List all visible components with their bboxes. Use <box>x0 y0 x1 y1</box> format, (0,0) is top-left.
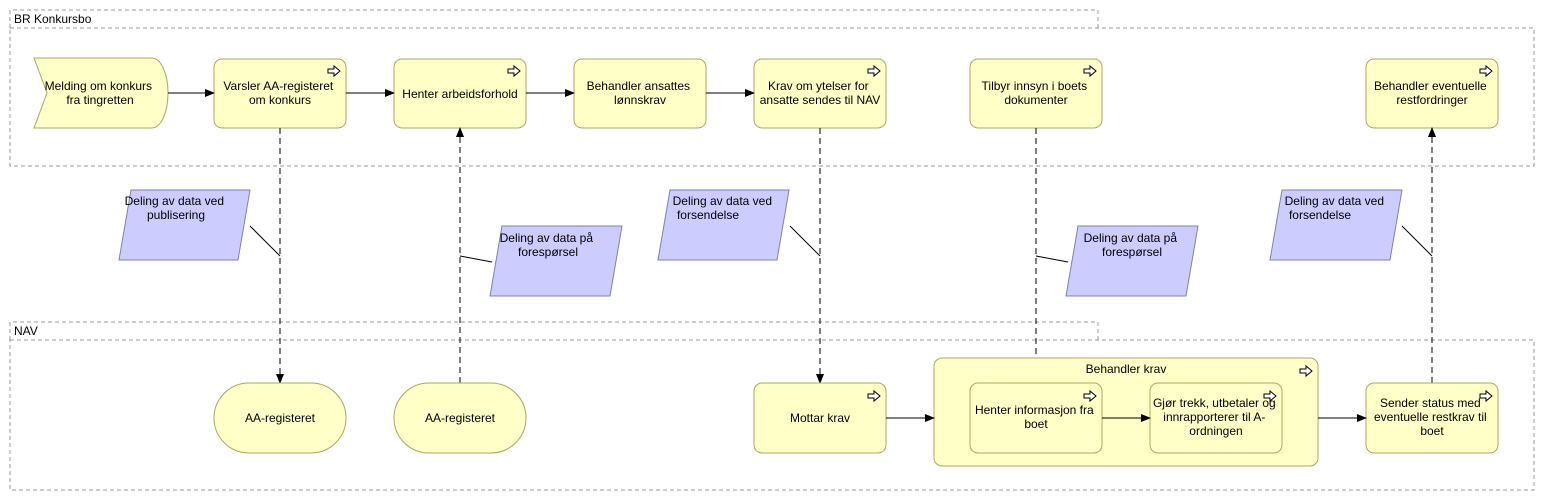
registry-aa-2[interactable]: AA-registeret <box>393 382 527 454</box>
data-object-forsendelse-1[interactable]: Deling av data ved forsendelse <box>657 189 790 261</box>
svg-text:Varsler AA-registeret om: Varsler AA-registeret om konkurs <box>223 79 336 107</box>
lane-title-br: BR Konkursbo <box>14 12 92 26</box>
process-henter-arbeidsforhold[interactable]: Henter arbeidsforhold <box>393 58 527 129</box>
svg-text:Behandler krav: Behandler krav <box>1086 362 1167 376</box>
svg-text:Behandler eventuelle res: Behandler eventuelle restfordringer <box>1374 79 1490 107</box>
svg-text:Gjør trekk, utbetaler og: Gjør trekk, utbetaler og innrapporterer … <box>1153 396 1279 438</box>
svg-text:Deling av data ved forse: Deling av data ved forsendelse <box>1285 194 1388 222</box>
data-object-foresporsel-1[interactable]: Deling av data på forespørsel <box>489 225 623 297</box>
process-varsler-aa[interactable]: Varsler AA-registeret om konkurs <box>213 58 347 129</box>
svg-text:Deling av data på foresp: Deling av data på forespørsel <box>500 231 597 259</box>
svg-text:Henter informasjon fra b: Henter informasjon fra boet <box>975 403 1097 431</box>
event-label-line2: fra tingretten <box>66 93 133 107</box>
svg-text:AA-registeret: AA-registeret <box>425 411 496 425</box>
start-event-melding[interactable]: Melding om konkurs fra tingretten <box>33 57 169 129</box>
svg-text:Sender status med eventu: Sender status med eventuelle restkrav ti… <box>1374 396 1490 438</box>
process-behandler-restfordringer[interactable]: Behandler eventuelle restfordringer <box>1365 58 1499 129</box>
svg-text:Tilbyr innsyn i boets do: Tilbyr innsyn i boets dokumenter <box>982 79 1091 107</box>
data-object-publisering[interactable]: Deling av data ved publisering <box>118 189 251 261</box>
process-gjor-trekk[interactable]: Gjør trekk, utbetaler og innrapporterer … <box>1149 382 1283 454</box>
data-associations <box>249 225 1433 263</box>
svg-text:Henter arbeidsforhold: Henter arbeidsforhold <box>402 87 517 101</box>
lane-br-konkursbo: BR Konkursbo <box>9 9 1535 167</box>
svg-text:AA-registeret: AA-registeret <box>245 411 316 425</box>
process-tilbyr-innsyn[interactable]: Tilbyr innsyn i boets dokumenter <box>969 58 1103 129</box>
process-henter-informasjon[interactable]: Henter informasjon fra boet <box>969 382 1103 454</box>
process-mottar-krav[interactable]: Mottar krav <box>753 382 887 454</box>
svg-text:Mottar krav: Mottar krav <box>790 411 850 425</box>
data-object-forsendelse-2[interactable]: Deling av data ved forsendelse <box>1269 189 1403 261</box>
svg-text:Melding om konkurs fra t: Melding om konkurs fra tingretten <box>45 79 156 107</box>
svg-text:Deling av data ved forse: Deling av data ved forsendelse <box>673 194 776 222</box>
lane-nav: NAV <box>9 321 1535 491</box>
svg-text:Krav om ytelser for ansa: Krav om ytelser for ansatte sendes til N… <box>760 79 881 107</box>
svg-text:Behandler ansattes lønns: Behandler ansattes lønnskrav <box>587 79 694 107</box>
svg-text:Deling av data på foresp: Deling av data på forespørsel <box>1084 231 1181 259</box>
lane-title-nav: NAV <box>14 324 38 338</box>
process-behandler-lonnskrav[interactable]: Behandler ansattes lønnskrav <box>573 58 707 129</box>
event-label-line1: Melding om konkurs <box>45 79 152 93</box>
svg-text:Deling av data ved publi: Deling av data ved publisering <box>125 194 228 222</box>
data-object-foresporsel-2[interactable]: Deling av data på forespørsel <box>1065 225 1199 297</box>
process-sender-status[interactable]: Sender status med eventuelle restkrav ti… <box>1365 382 1499 454</box>
process-krav-om-ytelser[interactable]: Krav om ytelser for ansatte sendes til N… <box>753 58 887 129</box>
message-flows <box>276 127 1436 384</box>
registry-aa-1[interactable]: AA-registeret <box>213 382 347 454</box>
